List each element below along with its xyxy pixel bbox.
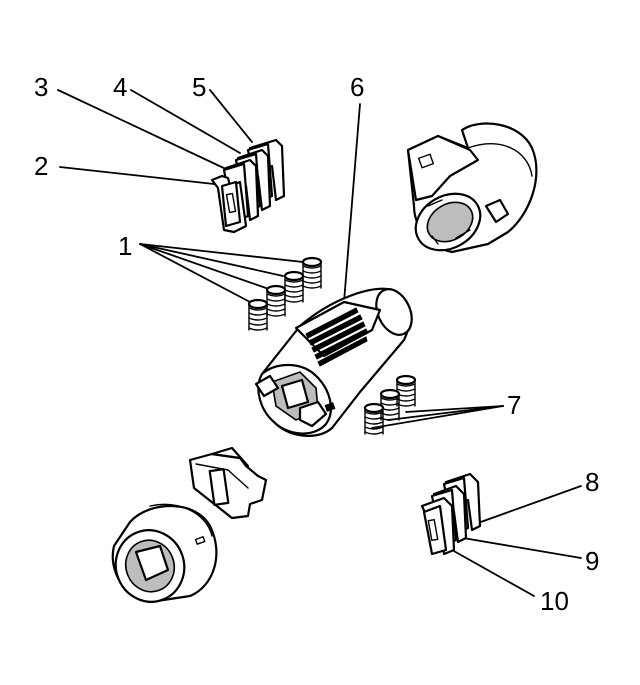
callout-label-2: 2 [34,151,48,181]
callout-label-7: 7 [507,390,521,420]
spring [283,270,305,303]
callout-label-5: 5 [192,72,206,102]
pin-slots [305,307,369,367]
spring [265,284,287,317]
callout-label-10: 10 [540,586,569,616]
lock-housing-sleeve [406,122,538,254]
callout-label-1: 1 [118,231,132,261]
spring [301,256,323,289]
spring [247,298,269,331]
cylinder-bezel [111,503,218,604]
callout-label-9: 9 [585,546,599,576]
callout-label-4: 4 [113,72,127,102]
retainer-plate [188,446,268,520]
tumbler-stack-upper [210,138,286,234]
callout-label-3: 3 [34,72,48,102]
callout-label-6: 6 [350,72,364,102]
lock-cylinder-body [254,287,413,437]
spring [379,388,401,421]
callout-label-8: 8 [585,467,599,497]
spring [363,402,385,435]
tumbler-stack-lower [420,472,482,556]
spring [395,374,417,407]
springs-group-7 [363,374,417,435]
leader-lines [57,89,582,597]
springs-group-1 [247,256,323,331]
